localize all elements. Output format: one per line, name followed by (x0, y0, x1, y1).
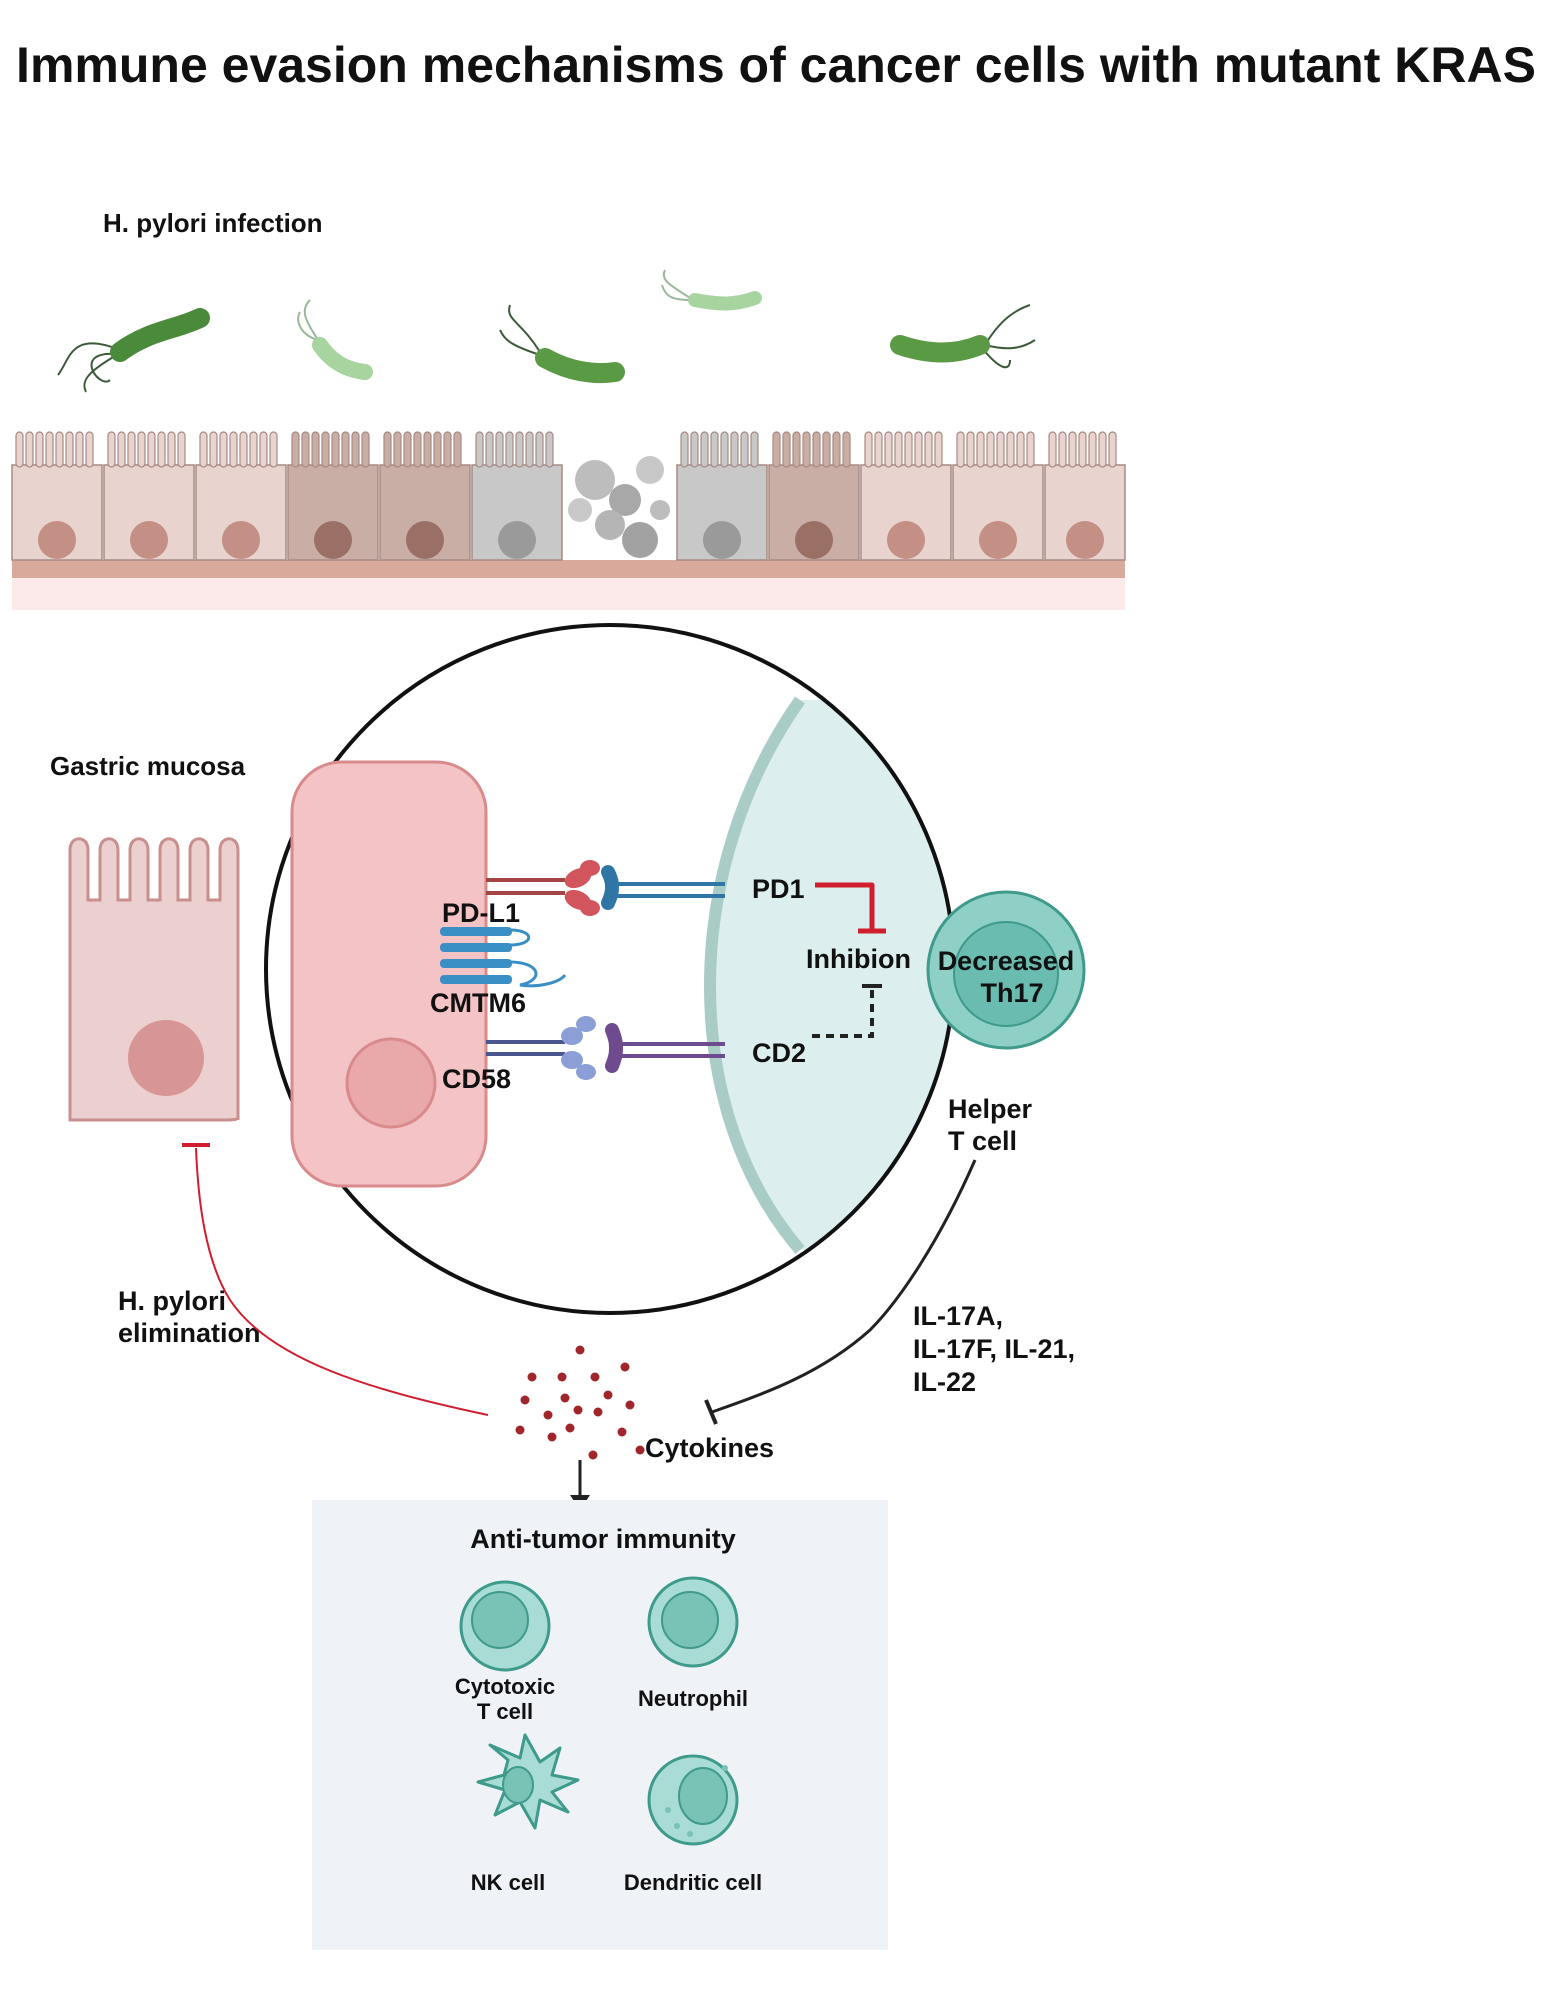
hpylori-elimination-line1: H. pylori (118, 1286, 226, 1316)
decreased-th17-line2: Th17 (980, 978, 1043, 1008)
epithelial-cell (195, 431, 287, 561)
bacterium-icon (890, 304, 1036, 369)
bacterium-icon (297, 299, 373, 380)
helper-to-cytokines-arrow (704, 1159, 977, 1425)
figure-title: Immune evasion mechanisms of cancer cell… (16, 37, 1536, 93)
hpylori-infection-label: H. pylori infection (103, 208, 323, 238)
helper-t-cell-label-line1: Helper (948, 1094, 1033, 1124)
cmtm6-label: CMTM6 (430, 988, 526, 1018)
nk-cell-label: NK cell (471, 1870, 546, 1895)
interleukins-label-line2: IL-17F, IL-21, (913, 1334, 1075, 1364)
decreased-th17-line1: Decreased (938, 946, 1075, 976)
inhibition-label: Inhibion (806, 944, 911, 974)
gastric-mucosa-label: Gastric mucosa (50, 751, 246, 781)
cytotoxic-t-cell-label-line2: T cell (477, 1699, 533, 1724)
cytokines-icon (515, 1345, 645, 1460)
cmtm6-protein-icon (440, 927, 567, 988)
pdl1-pd1-receptor-pair (486, 860, 725, 916)
epithelial-cell (768, 431, 860, 561)
epithelial-cell (379, 431, 471, 561)
interleukins-label-line1: IL-17A, (913, 1301, 1003, 1331)
cytotoxic-t-cell-icon (459, 1580, 551, 1672)
bacterium-icon (499, 304, 625, 384)
epithelial-cell (287, 431, 379, 561)
cd2-label: CD2 (752, 1038, 806, 1068)
cytokines-label: Cytokines (645, 1433, 774, 1463)
gastric-mucosa-cell (68, 837, 240, 1122)
elimination-inhibition-arrow (182, 1143, 489, 1416)
epithelial-cell (676, 431, 768, 561)
dead-cell-debris-icon (568, 456, 670, 558)
tumor-cell (290, 760, 488, 1188)
epithelial-cell (952, 431, 1044, 561)
interleukins-label-line3: IL-22 (913, 1367, 976, 1397)
dendritic-cell-label: Dendritic cell (624, 1870, 762, 1895)
anti-tumor-immunity-panel (312, 1500, 888, 1950)
dendritic-cell-icon (647, 1754, 739, 1846)
epithelial-cell (1044, 431, 1126, 561)
cd58-label: CD58 (442, 1064, 511, 1094)
helper-t-cell-label-line2: T cell (948, 1126, 1017, 1156)
hpylori-elimination-line2: elimination (118, 1318, 261, 1348)
anti-tumor-immunity-title: Anti-tumor immunity (470, 1524, 735, 1554)
bacteria-group (57, 269, 1036, 393)
nk-cell-icon (476, 1733, 580, 1830)
bacterium-icon (661, 269, 762, 311)
bacterium-icon (57, 308, 210, 393)
neutrophil-icon (647, 1576, 739, 1668)
epithelium-layer (11, 431, 1126, 610)
cd2-inhibition-arrow (812, 984, 882, 1038)
cytotoxic-t-cell-label-line1: Cytotoxic (455, 1674, 555, 1699)
pd1-inhibition-arrow (815, 882, 886, 934)
pd1-label: PD1 (752, 874, 805, 904)
epithelial-cell (471, 431, 563, 561)
helper-t-cell (926, 890, 1086, 1050)
epithelial-cell (103, 431, 195, 561)
cd58-cd2-receptor-pair (486, 1016, 725, 1080)
pdl1-label: PD-L1 (442, 898, 520, 928)
epithelial-cell (11, 431, 103, 561)
epithelial-cell (860, 431, 952, 561)
neutrophil-label: Neutrophil (638, 1686, 748, 1711)
